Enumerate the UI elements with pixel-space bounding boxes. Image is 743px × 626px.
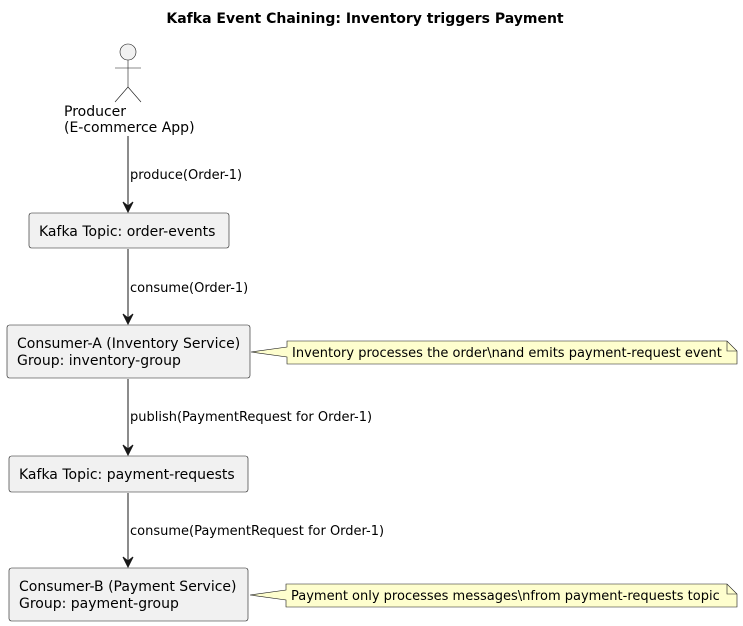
- edge-publish: publish(PaymentRequest for Order-1): [122, 379, 372, 457]
- topic-payment-requests-label: Kafka Topic: payment-requests: [19, 467, 235, 483]
- topic-payment-requests: Kafka Topic: payment-requests: [8, 455, 249, 493]
- consumer-b-title: Consumer-B (Payment Service): [19, 579, 237, 595]
- edge-consume-payment-label: consume(PaymentRequest for Order-1): [130, 524, 384, 539]
- topic-order-events: Kafka Topic: order-events: [28, 212, 230, 249]
- producer-label: Producer: [64, 104, 126, 120]
- edge-produce: produce(Order-1): [122, 136, 242, 214]
- edge-consume-order: consume(Order-1): [122, 249, 248, 326]
- edge-consume-payment: consume(PaymentRequest for Order-1): [122, 493, 384, 569]
- consumer-b-group: Group: payment-group: [19, 596, 179, 612]
- note-payment-text: Payment only processes messages\nfrom pa…: [291, 589, 720, 604]
- note-inventory: Inventory processes the order\nand emits…: [250, 340, 738, 365]
- consumer-a-title: Consumer-A (Inventory Service): [17, 336, 240, 352]
- actor-icon: [114, 43, 142, 103]
- note-inventory-text: Inventory processes the order\nand emits…: [292, 346, 722, 361]
- consumer-a-node: Consumer-A (Inventory Service) Group: in…: [6, 324, 251, 379]
- producer-sublabel: (E-commerce App): [64, 120, 195, 136]
- edge-consume-order-label: consume(Order-1): [130, 281, 248, 296]
- consumer-b-node: Consumer-B (Payment Service) Group: paym…: [8, 567, 249, 622]
- note-payment: Payment only processes messages\nfrom pa…: [249, 583, 738, 608]
- consumer-a-group: Group: inventory-group: [17, 353, 181, 369]
- edge-produce-label: produce(Order-1): [130, 168, 242, 183]
- edge-publish-label: publish(PaymentRequest for Order-1): [130, 410, 372, 425]
- diagram-title: Kafka Event Chaining: Inventory triggers…: [166, 11, 564, 27]
- producer-actor: Producer (E-commerce App): [64, 43, 195, 136]
- topic-order-events-label: Kafka Topic: order-events: [39, 224, 215, 240]
